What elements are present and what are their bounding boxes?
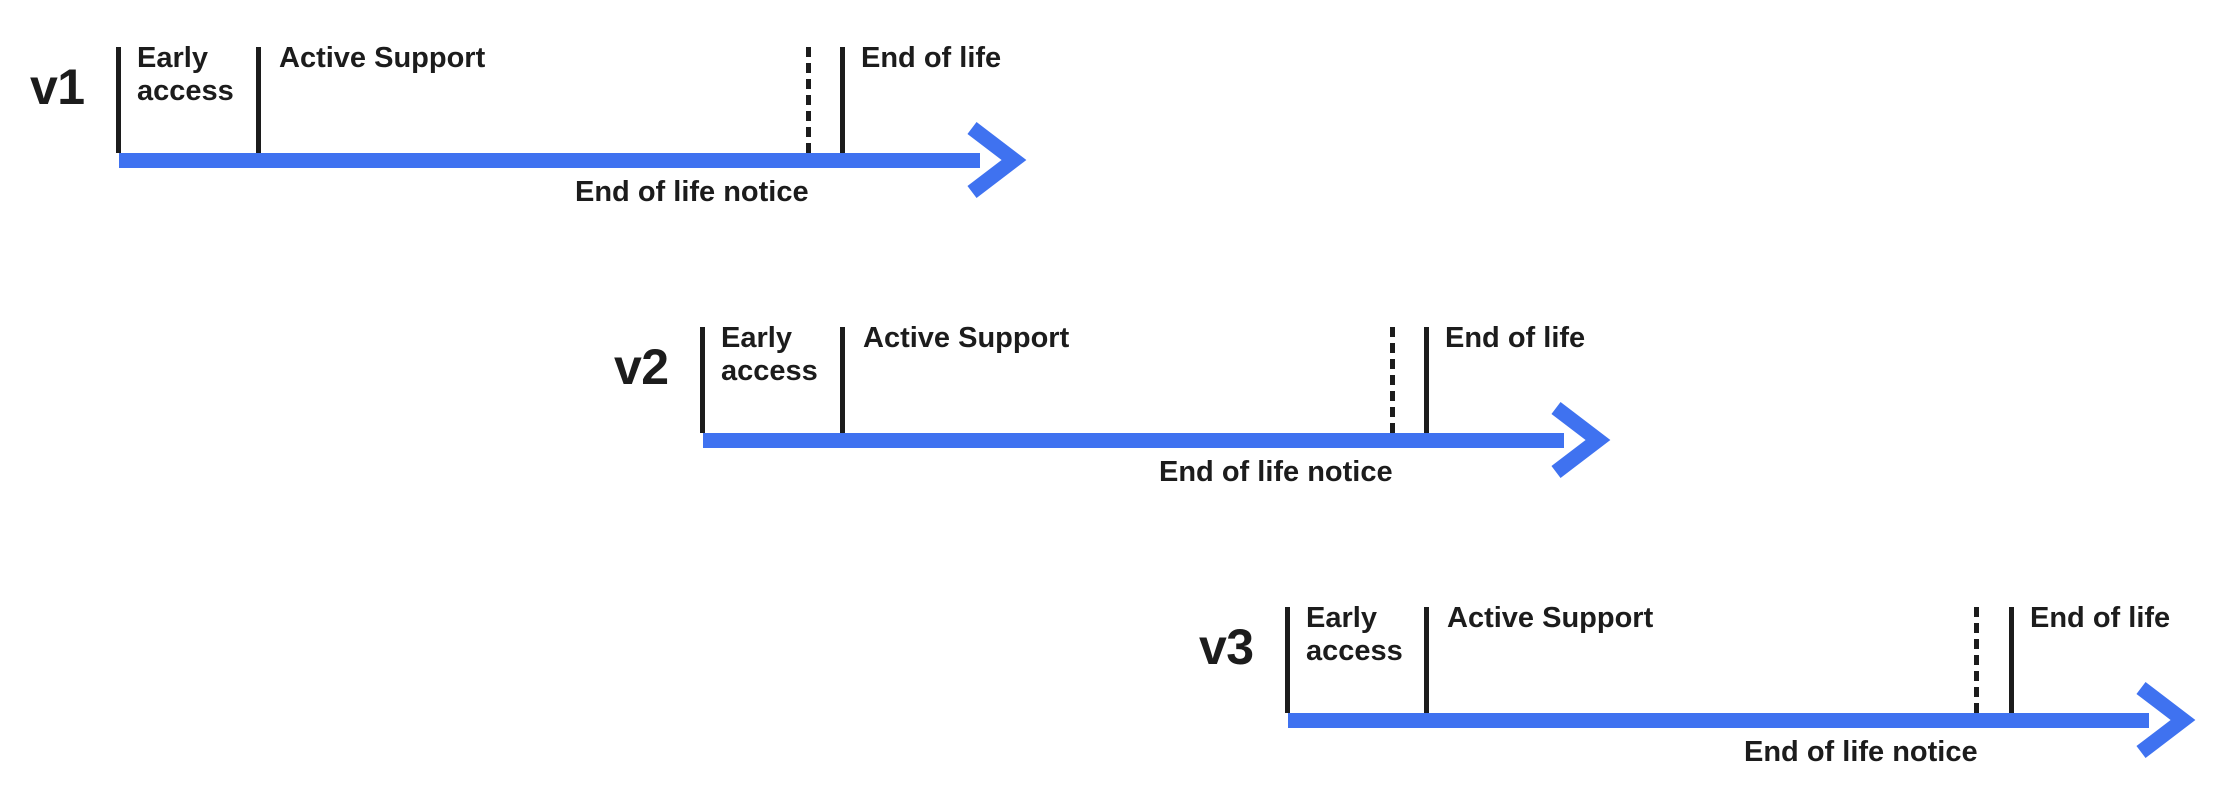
phase-divider-end-of-life-start-v1 — [840, 47, 845, 153]
end-of-life-notice-marker-v1 — [806, 47, 811, 153]
end-of-life-notice-marker-v2 — [1390, 327, 1395, 433]
phase-divider-early-access-start-v2 — [700, 327, 705, 433]
version-label-v3: v3 — [1199, 619, 1254, 675]
timeline-row-v2: v2 Early access Active Support End of li… — [0, 280, 2228, 540]
version-label-v2: v2 — [614, 339, 669, 395]
version-label-v1: v1 — [30, 59, 85, 115]
phase-label-active-support-v2: Active Support — [863, 322, 1070, 354]
phase-label-early-access-v1: Early access — [137, 42, 234, 107]
timeline-arrow-head-v3 — [2131, 680, 2201, 760]
timeline-arrow-head-v2 — [1546, 400, 1616, 480]
phase-label-early-access-v2: Early access — [721, 322, 818, 387]
timeline-arrow-head-v1 — [962, 120, 1032, 200]
end-of-life-notice-label-v2: End of life notice — [1159, 456, 1393, 488]
phase-label-end-of-life-v1: End of life — [861, 42, 1002, 74]
phase-label-end-of-life-v2: End of life — [1445, 322, 1586, 354]
phase-divider-active-support-start-v1 — [256, 47, 261, 153]
phase-divider-end-of-life-start-v2 — [1424, 327, 1429, 433]
phase-label-end-of-life-v3: End of life — [2030, 602, 2171, 634]
phase-label-early-access-v3: Early access — [1306, 602, 1403, 667]
end-of-life-notice-label-v1: End of life notice — [575, 176, 809, 208]
phase-divider-early-access-start-v1 — [116, 47, 121, 153]
phase-divider-early-access-start-v3 — [1285, 607, 1290, 713]
phase-divider-active-support-start-v2 — [840, 327, 845, 433]
end-of-life-notice-marker-v3 — [1974, 607, 1979, 713]
timeline-row-v1: v1 Early access Active Support End of li… — [0, 0, 2228, 260]
phase-label-active-support-v3: Active Support — [1447, 602, 1654, 634]
end-of-life-notice-label-v3: End of life notice — [1744, 736, 1978, 768]
phase-divider-active-support-start-v3 — [1424, 607, 1429, 713]
phase-label-active-support-v1: Active Support — [279, 42, 486, 74]
timeline-bar-v2 — [703, 433, 1564, 448]
timeline-bar-v1 — [119, 153, 980, 168]
phase-divider-end-of-life-start-v3 — [2009, 607, 2014, 713]
timeline-bar-v3 — [1288, 713, 2149, 728]
timeline-row-v3: v3 Early access Active Support End of li… — [0, 560, 2228, 812]
